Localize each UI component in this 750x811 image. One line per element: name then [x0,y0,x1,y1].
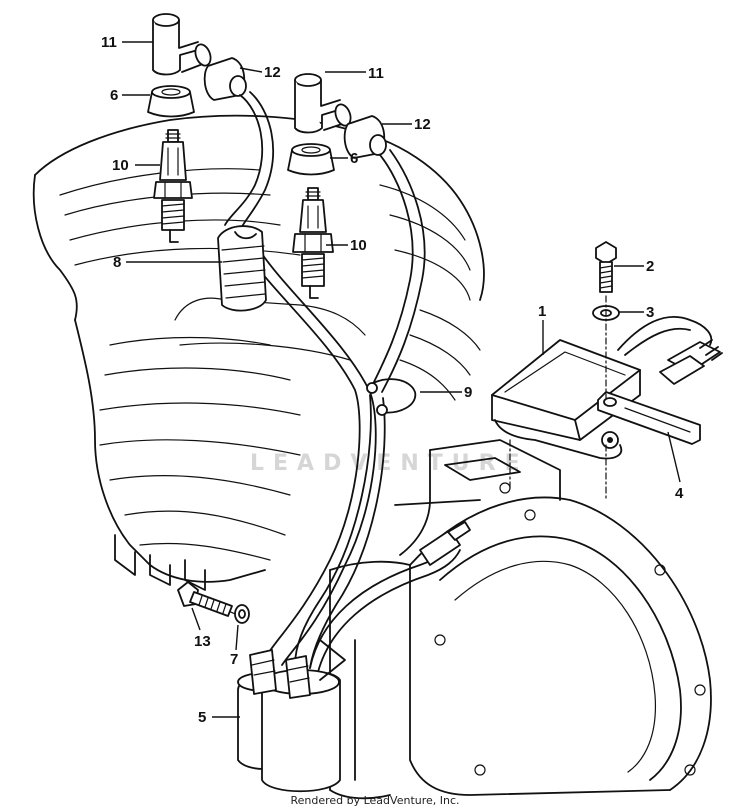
part-10-spark-plug-right[interactable] [292,187,334,299]
callout-9: 9 [464,384,472,401]
part-4-bracket[interactable] [597,391,701,445]
part-11-plug-cap-right[interactable] [294,73,353,134]
callout-2: 2 [646,258,654,275]
callout-6-right: 6 [350,150,358,167]
part-2-bolt[interactable] [595,241,617,293]
callout-8: 8 [113,254,121,271]
callout-12-right: 12 [414,116,431,133]
part-7-lock-washer[interactable] [234,604,250,624]
callout-12-left: 12 [264,64,281,81]
engine-block [32,114,485,591]
ignition-wires [224,91,471,673]
callout-1: 1 [538,303,546,320]
callout-10-left: 10 [112,157,129,174]
part-5-ignition-coil[interactable] [237,639,346,793]
footer-credit: Rendered by LeadVenture, Inc. [290,794,460,807]
callout-13: 13 [194,633,211,650]
callout-5: 5 [198,709,206,726]
callout-7: 7 [230,651,238,668]
callout-6-left: 6 [110,87,118,104]
part-9-wire-tie[interactable] [366,378,417,416]
part-6-boot-left[interactable] [147,85,195,118]
part-12-connector-right[interactable] [343,115,387,159]
part-11-plug-cap-left[interactable] [152,13,213,76]
part-12-connector-left[interactable] [203,57,247,101]
part-10-spark-plug-left[interactable] [153,129,193,243]
callout-11-left: 11 [101,34,117,51]
callout-leaders [122,41,681,718]
callout-4: 4 [675,485,684,502]
callout-labels: 11 12 6 10 8 11 12 6 10 2 3 1 9 4 5 7 13 [101,34,684,726]
part-1-regulator[interactable] [491,315,723,460]
drive-housing [329,439,712,800]
callout-10-right: 10 [350,237,367,254]
callout-11-right: 11 [368,65,384,82]
callout-3: 3 [646,304,654,321]
watermark: LEADVENTURE [250,451,529,476]
part-6-boot-right[interactable] [287,143,335,176]
part-13-bolt[interactable] [177,581,233,617]
part-8-wire-clip[interactable] [217,225,267,312]
